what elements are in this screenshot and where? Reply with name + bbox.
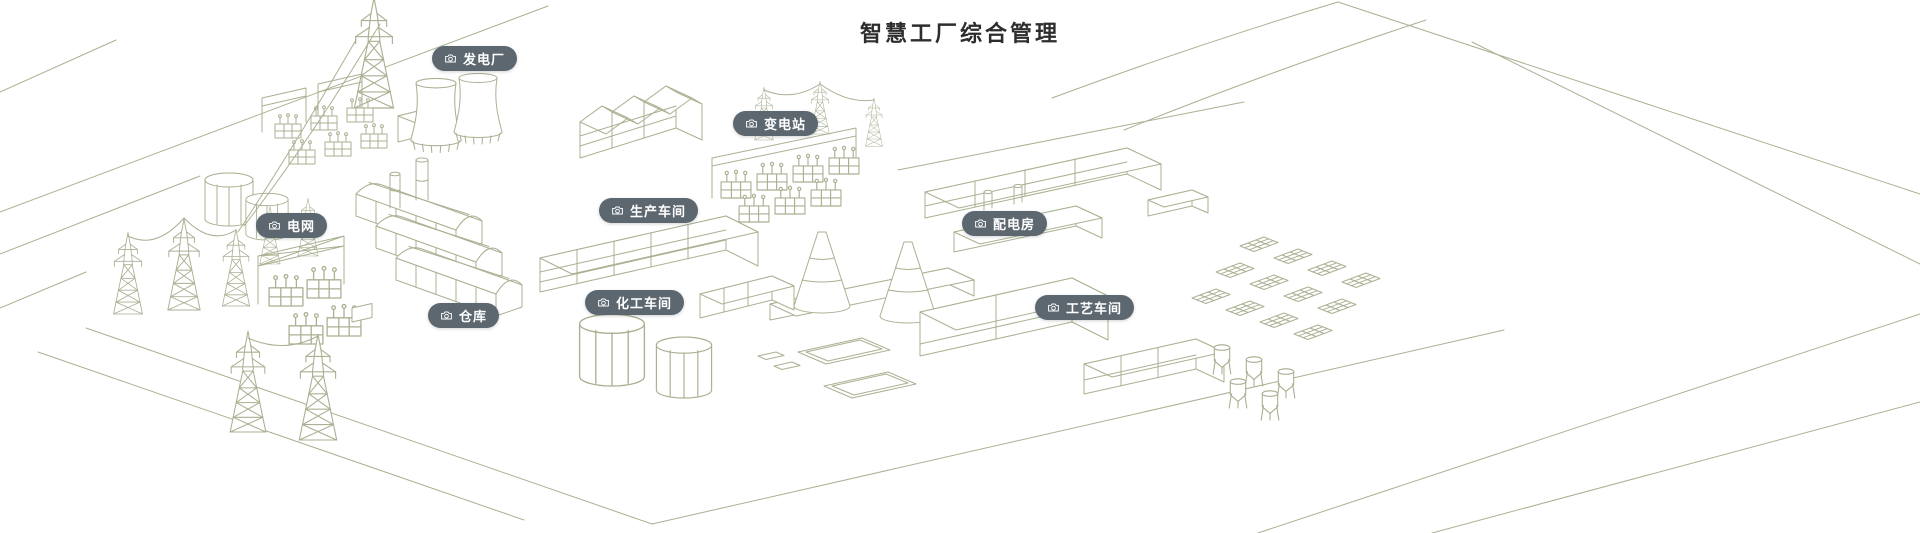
camera-icon	[441, 311, 452, 320]
substation-yard	[711, 80, 883, 223]
hotspot-label: 变电站	[764, 117, 807, 132]
hotspot-label: 化工车间	[616, 296, 673, 311]
camera-icon	[445, 54, 456, 63]
hotspot-label: 生产车间	[630, 204, 687, 219]
page-title: 智慧工厂综合管理	[859, 21, 1061, 46]
solar-array	[1191, 236, 1381, 340]
camera-icon	[975, 219, 986, 228]
hotspot-chemical-workshop[interactable]: 化工车间	[585, 290, 685, 315]
hotspot-power-plant[interactable]: 发电厂	[432, 46, 518, 71]
camera-icon	[612, 206, 623, 215]
distribution-buildings	[924, 147, 1209, 253]
hotspot-label: 仓库	[459, 309, 488, 324]
transmission-towers-left	[113, 23, 381, 315]
hotspot-warehouse[interactable]: 仓库	[428, 303, 500, 328]
hotspot-production-workshop[interactable]: 生产车间	[599, 198, 699, 223]
hotspot-process-workshop[interactable]: 工艺车间	[1035, 295, 1135, 320]
hotspot-label: 配电房	[993, 217, 1036, 232]
warehouse-sheds	[355, 157, 523, 317]
production-building	[539, 215, 759, 293]
hotspot-power-grid[interactable]: 电网	[256, 213, 328, 238]
chimney-plant	[769, 231, 975, 324]
transmission-towers-bottom	[229, 330, 338, 441]
transmission-tower-main	[353, 0, 395, 109]
chemical-workshop-area	[578, 275, 917, 399]
power-plant-switchyard	[261, 73, 388, 165]
power-plant-cooling-towers	[397, 73, 503, 154]
hotspot-label: 工艺车间	[1066, 301, 1123, 316]
hopper-tanks	[1212, 344, 1296, 421]
camera-icon	[1048, 303, 1059, 312]
hotspot-label: 发电厂	[463, 52, 506, 67]
sawtooth-factory	[579, 85, 703, 159]
camera-icon	[746, 119, 757, 128]
grid-yard	[257, 198, 373, 345]
hotspot-substation[interactable]: 变电站	[733, 111, 819, 136]
camera-icon	[269, 221, 280, 230]
camera-icon	[598, 298, 609, 307]
hotspot-distribution-room[interactable]: 配电房	[962, 211, 1048, 236]
hotspot-label: 电网	[287, 219, 316, 234]
